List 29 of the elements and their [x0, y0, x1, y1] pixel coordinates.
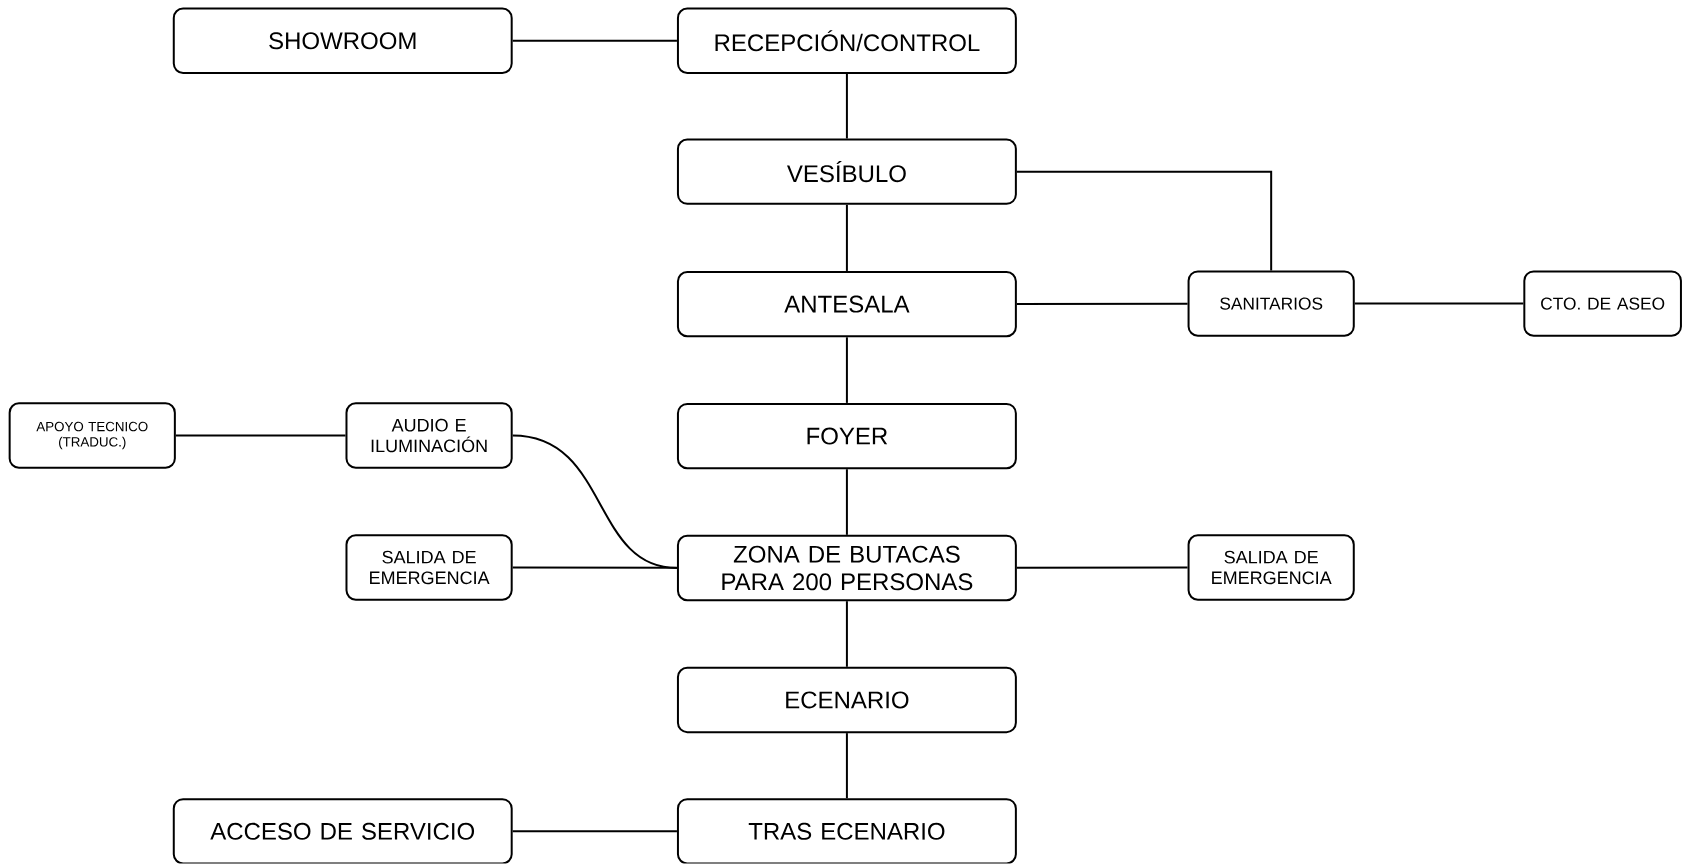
connector-line — [1015, 566, 1189, 570]
process-box: TRAS ECENARIO — [676, 798, 1017, 864]
connector-line — [511, 40, 678, 42]
connector-line — [845, 732, 848, 800]
process-box: SANITARIOS — [1187, 270, 1355, 337]
connector-line — [845, 204, 848, 273]
connector-line — [1015, 170, 1273, 272]
connector-line — [1015, 302, 1189, 306]
process-box: ANTESALA — [676, 271, 1017, 338]
process-box: ECENARIO — [676, 667, 1017, 734]
process-box: VESÍBULO — [676, 138, 1017, 206]
process-box: ZONA DE BUTACAS PARA 200 PERSONAS — [676, 535, 1017, 602]
process-box: CTO. DE ASEO — [1523, 270, 1682, 337]
process-box: FOYER — [676, 403, 1017, 470]
process-box: SHOWROOM — [172, 7, 513, 75]
connector-line — [511, 830, 678, 833]
process-box: AUDIO E ILUMINACIÓN — [345, 402, 513, 469]
connector-line — [845, 468, 848, 537]
connector-line — [845, 73, 848, 140]
process-box: ACCESO DE SERVICIO — [172, 798, 513, 864]
connector-line — [845, 600, 848, 668]
connector-line — [845, 336, 848, 405]
connector-line — [174, 434, 347, 437]
process-box: RECEPCIÓN/CONTROL — [676, 7, 1017, 75]
connector-line — [1353, 302, 1525, 305]
process-box: SALIDA DE EMERGENCIA — [345, 534, 513, 601]
process-box: SALIDA DE EMERGENCIA — [1187, 534, 1355, 601]
process-box: APOYO TECNICO (TRADUC.) — [8, 402, 176, 469]
connector-line — [511, 566, 678, 569]
